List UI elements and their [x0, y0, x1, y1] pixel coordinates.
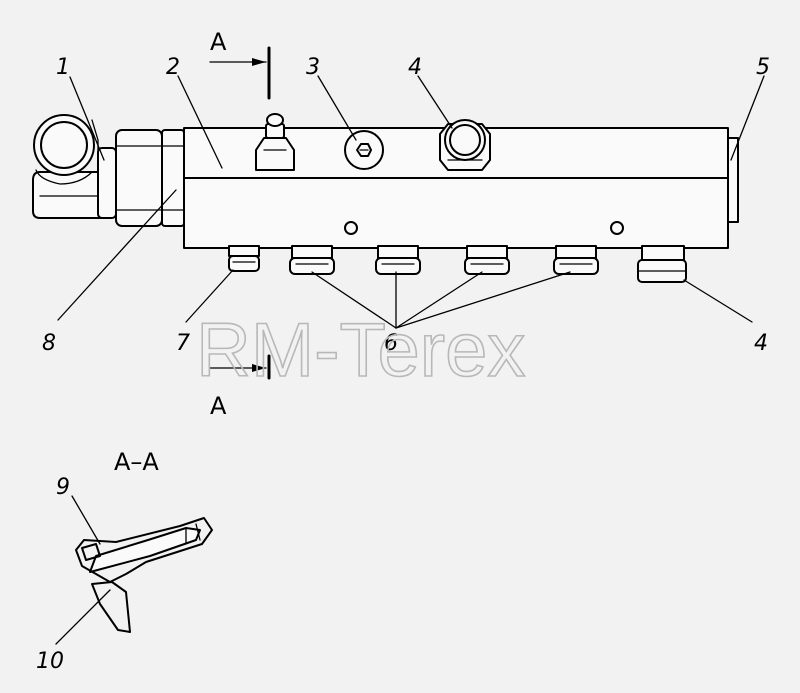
outlet-fitting [375, 245, 421, 275]
top-fitting [439, 119, 491, 171]
section-view [75, 517, 213, 633]
bottom-plug [228, 245, 260, 272]
section-letter-top: A [210, 28, 227, 56]
outlet-fittings [289, 245, 599, 275]
callout-9: 9 [56, 475, 70, 500]
callout-5: 5 [756, 55, 770, 80]
leader-lines [55, 75, 765, 645]
outlet-fitting [553, 245, 599, 275]
section-line [209, 46, 271, 380]
section-view-title: A–A [114, 448, 159, 476]
callout-2: 2 [166, 55, 180, 80]
callout-1: 1 [56, 55, 70, 80]
callout-8: 8 [42, 331, 56, 356]
elbow-fitting [32, 114, 103, 219]
callout-4-top: 4 [408, 55, 422, 80]
outlet-fitting [464, 245, 510, 275]
hex-nut [97, 129, 185, 227]
manifold-body [183, 127, 739, 249]
callout-4-bottom: 4 [754, 331, 768, 356]
socket-plug [344, 130, 384, 170]
callout-3: 3 [306, 55, 320, 80]
bottom-right-fitting [637, 245, 687, 283]
callout-6: 6 [384, 331, 398, 356]
grease-nipple [255, 113, 295, 171]
outlet-fitting [289, 245, 335, 275]
section-letter-bottom: A [210, 392, 227, 420]
callout-labels: 1 2 3 4 5 6 7 8 4 9 10 [36, 55, 770, 674]
callout-7: 7 [176, 331, 190, 356]
callout-10: 10 [36, 649, 64, 674]
watermark: RM-Terex [196, 308, 525, 393]
